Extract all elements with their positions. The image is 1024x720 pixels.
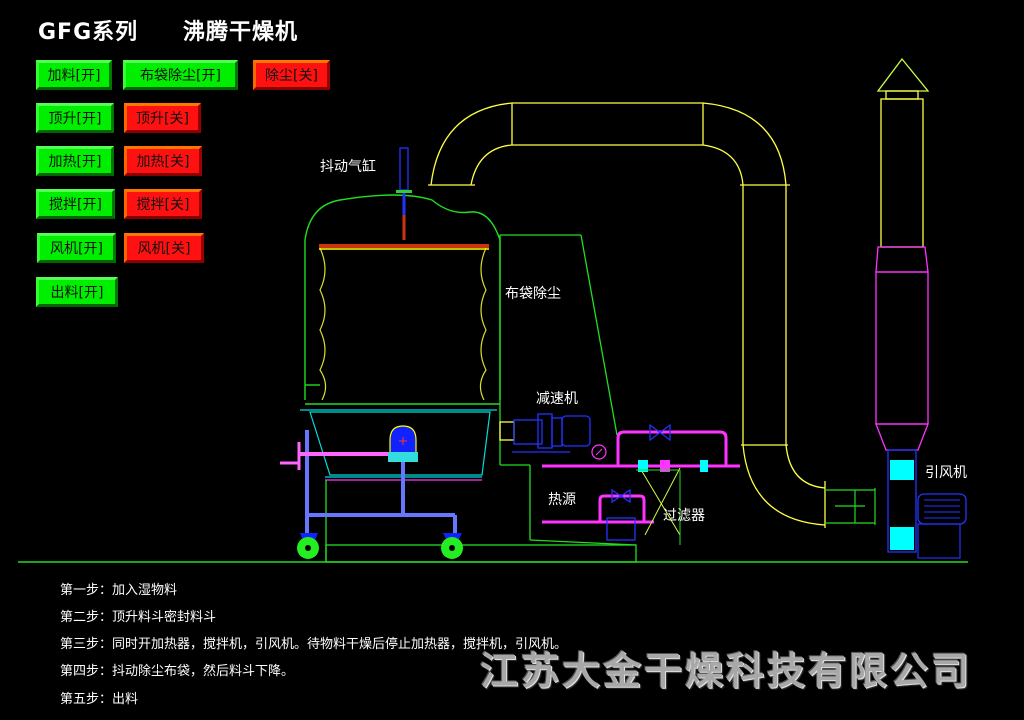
stir-on-button[interactable]: 搅拌[开] bbox=[36, 189, 115, 219]
heat-on-button[interactable]: 加热[开] bbox=[36, 146, 114, 176]
label-shaker-cylinder: 抖动气缸 bbox=[320, 159, 376, 175]
lift-cart bbox=[280, 430, 457, 535]
discharge-on-button[interactable]: 出料[开] bbox=[36, 277, 118, 307]
step-3: 第三步：同时开加热器，搅拌机，引风机。待物料干燥后停止加热器，搅拌机，引风机。 bbox=[60, 637, 568, 652]
heat-off-button[interactable]: 加热[关] bbox=[124, 146, 202, 176]
company-name: 江苏大金干燥科技有限公司 bbox=[480, 649, 973, 693]
step-4: 第四步：抖动除尘布袋，然后料斗下降。 bbox=[60, 664, 295, 679]
shaker-cylinder bbox=[396, 147, 412, 240]
fan-off-button[interactable]: 风机[关] bbox=[124, 233, 204, 263]
label-filter: 过滤器 bbox=[663, 508, 705, 524]
series-title: GFG系列 bbox=[38, 20, 139, 45]
label-reducer: 减速机 bbox=[536, 391, 578, 407]
exhaust-duct-upper bbox=[428, 102, 826, 528]
step-1: 第一步：加入湿物料 bbox=[60, 583, 178, 598]
shaker-bar bbox=[319, 244, 489, 248]
label-induced-fan: 引风机 bbox=[925, 465, 967, 481]
induced-fan bbox=[887, 449, 967, 559]
filter-bag bbox=[319, 247, 487, 401]
page-title: 沸腾干燥机 bbox=[183, 20, 299, 45]
feed-on-button[interactable]: 加料[开] bbox=[36, 60, 112, 90]
step-5: 第五步：出料 bbox=[60, 692, 139, 707]
bag-dust-housing bbox=[499, 234, 618, 465]
fan-on-button[interactable]: 风机[开] bbox=[37, 233, 116, 263]
dryer-vessel bbox=[304, 194, 501, 405]
lift-off-button[interactable]: 顶升[关] bbox=[124, 103, 201, 133]
step-2: 第二步：顶升料斗密封料斗 bbox=[60, 610, 217, 625]
wheel-left bbox=[297, 533, 319, 559]
reducer-motor bbox=[499, 413, 591, 453]
label-heat-source: 热源 bbox=[548, 492, 576, 508]
filter-unit bbox=[638, 460, 708, 536]
valves bbox=[606, 423, 671, 541]
wheel-right bbox=[441, 533, 463, 559]
label-bag-dust: 布袋除尘 bbox=[505, 286, 561, 302]
chimney bbox=[875, 57, 930, 451]
stirrer-motor bbox=[388, 425, 418, 462]
machine-base bbox=[325, 464, 637, 563]
bag-dust-on-button[interactable]: 布袋除尘[开] bbox=[123, 60, 238, 90]
lift-on-button[interactable]: 顶升[开] bbox=[36, 103, 114, 133]
pressure-gauge bbox=[591, 444, 607, 460]
dust-off-button[interactable]: 除尘[关] bbox=[253, 60, 330, 90]
stir-off-button[interactable]: 搅拌[关] bbox=[124, 189, 202, 219]
fan-inlet-connector bbox=[825, 488, 876, 525]
